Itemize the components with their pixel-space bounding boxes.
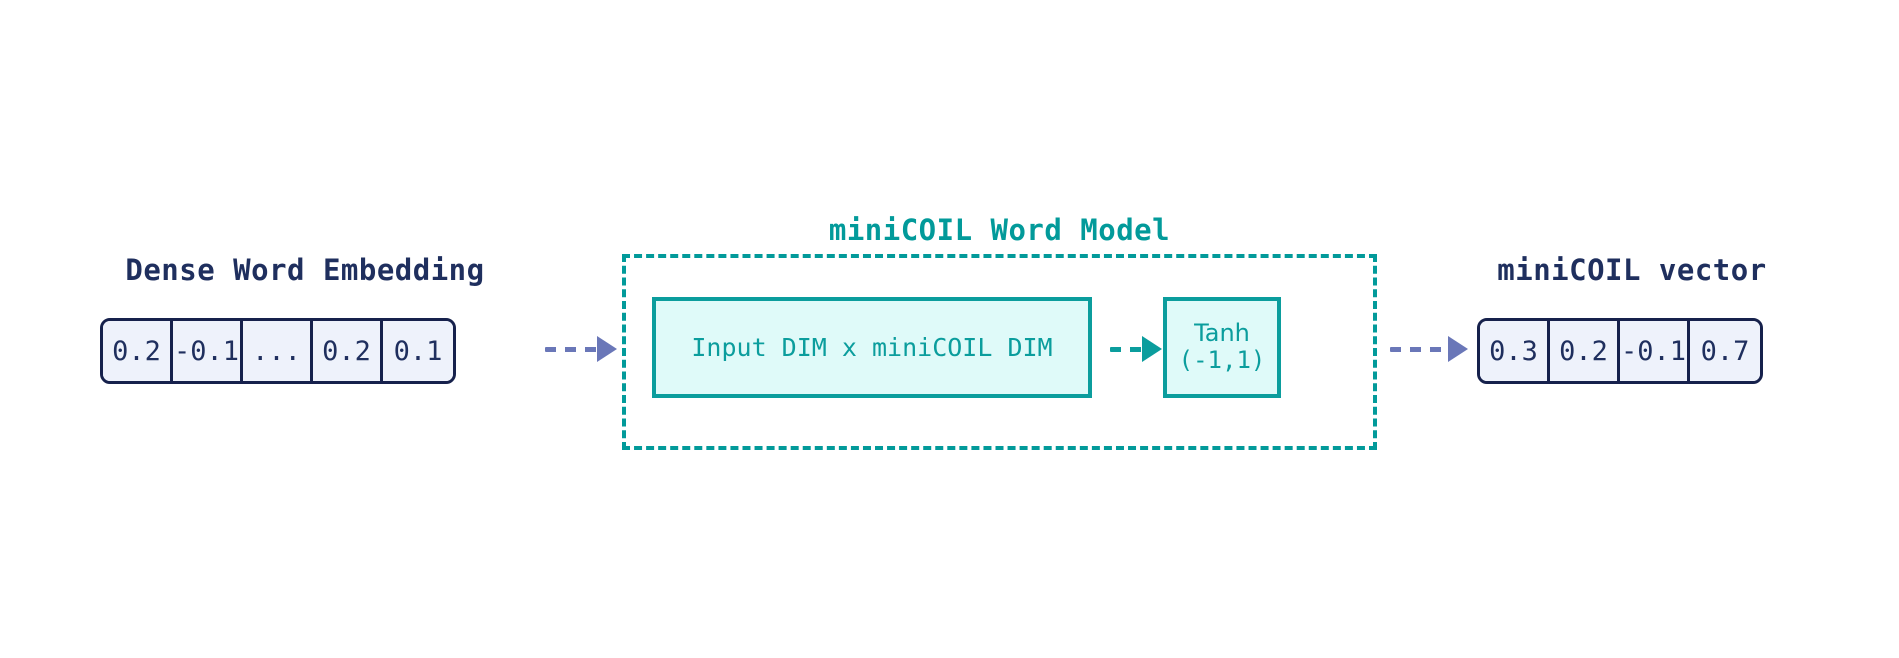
minicoil-output-vector: 0.3 0.2 -0.1 0.7 <box>1477 318 1763 384</box>
minicoil-cell: 0.3 <box>1480 321 1550 381</box>
activation-name: Tanh <box>1194 318 1250 347</box>
model-title: miniCOIL Word Model <box>828 213 1171 247</box>
dense-embedding-vector: 0.2 -0.1 ... 0.2 0.1 <box>100 318 456 384</box>
dense-cell: -0.1 <box>173 321 243 381</box>
dense-cell: ... <box>243 321 313 381</box>
internal-arrow-icon <box>1110 336 1162 362</box>
arrow-shaft <box>1390 346 1448 352</box>
arrow-shaft <box>1110 346 1142 352</box>
minicoil-vector-title: miniCOIL vector <box>1497 253 1767 287</box>
dense-cell: 0.2 <box>103 321 173 381</box>
dense-embedding-title: Dense Word Embedding <box>125 253 485 287</box>
minicoil-cell: 0.7 <box>1690 321 1760 381</box>
dense-cell: 0.2 <box>313 321 383 381</box>
model-container <box>622 254 1377 450</box>
activation-box: Tanh (-1,1) <box>1163 297 1281 398</box>
activation-range: (-1,1) <box>1178 345 1266 374</box>
output-arrow-icon <box>1390 336 1468 362</box>
dense-cell: 0.1 <box>383 321 453 381</box>
minicoil-cell: -0.1 <box>1620 321 1690 381</box>
arrow-head <box>1142 336 1162 362</box>
linear-layer-box: Input DIM x miniCOIL DIM <box>652 297 1092 398</box>
minicoil-cell: 0.2 <box>1550 321 1620 381</box>
arrow-shaft <box>545 346 597 352</box>
arrow-head <box>597 336 617 362</box>
linear-layer-label: Input DIM x miniCOIL DIM <box>691 333 1053 362</box>
arrow-head <box>1448 336 1468 362</box>
input-arrow-icon <box>545 336 617 362</box>
